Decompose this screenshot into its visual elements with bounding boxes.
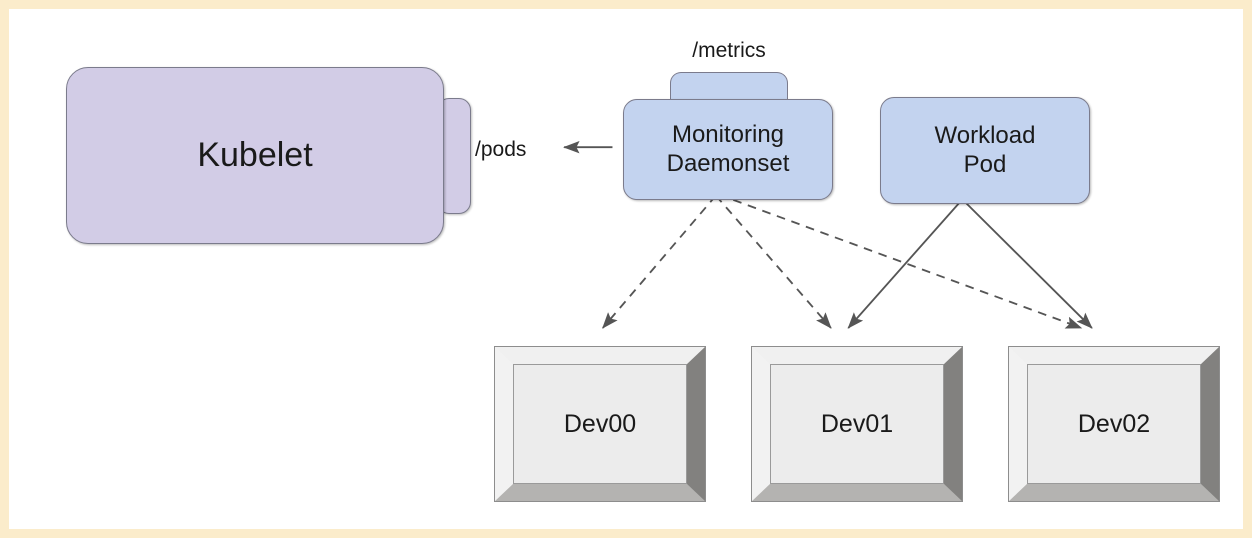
node-workload-pod[interactable]: Workload Pod <box>880 97 1090 204</box>
node-monitoring-daemonset[interactable]: Monitoring Daemonset <box>623 99 833 200</box>
node-device-label: Dev00 <box>563 409 637 438</box>
node-device-label: Dev01 <box>820 409 894 438</box>
node-device-dev01[interactable]: Dev01 <box>751 346 963 502</box>
node-workload-label: Workload Pod <box>935 122 1036 179</box>
edge-label-pods: /pods <box>475 138 527 161</box>
node-kubelet[interactable]: Kubelet <box>66 67 444 244</box>
node-workload-label-line1: Workload <box>934 122 1036 150</box>
device-bevel-frame <box>1008 346 1220 502</box>
device-bevel-frame <box>494 346 706 502</box>
edge-daemonset-to-dev00 <box>602 194 717 329</box>
diagram-stage: Kubelet /pods /metrics Monitoring Daemon… <box>9 9 1243 529</box>
node-daemonset-label: Monitoring Daemonset <box>667 121 790 178</box>
node-device-dev02[interactable]: Dev02 <box>1008 346 1220 502</box>
node-daemonset-label-line1: Monitoring <box>671 121 785 149</box>
node-device-label: Dev02 <box>1077 409 1151 438</box>
edge-label-metrics: /metrics <box>692 39 766 62</box>
edge-daemonset-to-dev01 <box>715 194 832 329</box>
node-kubelet-label: Kubelet <box>197 136 313 175</box>
edge-daemonset-to-dev02 <box>718 193 1083 329</box>
edge-workload-to-dev01 <box>847 198 964 329</box>
edge-workload-to-dev02 <box>961 198 1093 329</box>
node-daemonset-label-line2: Daemonset <box>666 149 790 177</box>
node-workload-label-line2: Pod <box>963 150 1007 178</box>
node-device-dev00[interactable]: Dev00 <box>494 346 706 502</box>
device-bevel-frame <box>751 346 963 502</box>
